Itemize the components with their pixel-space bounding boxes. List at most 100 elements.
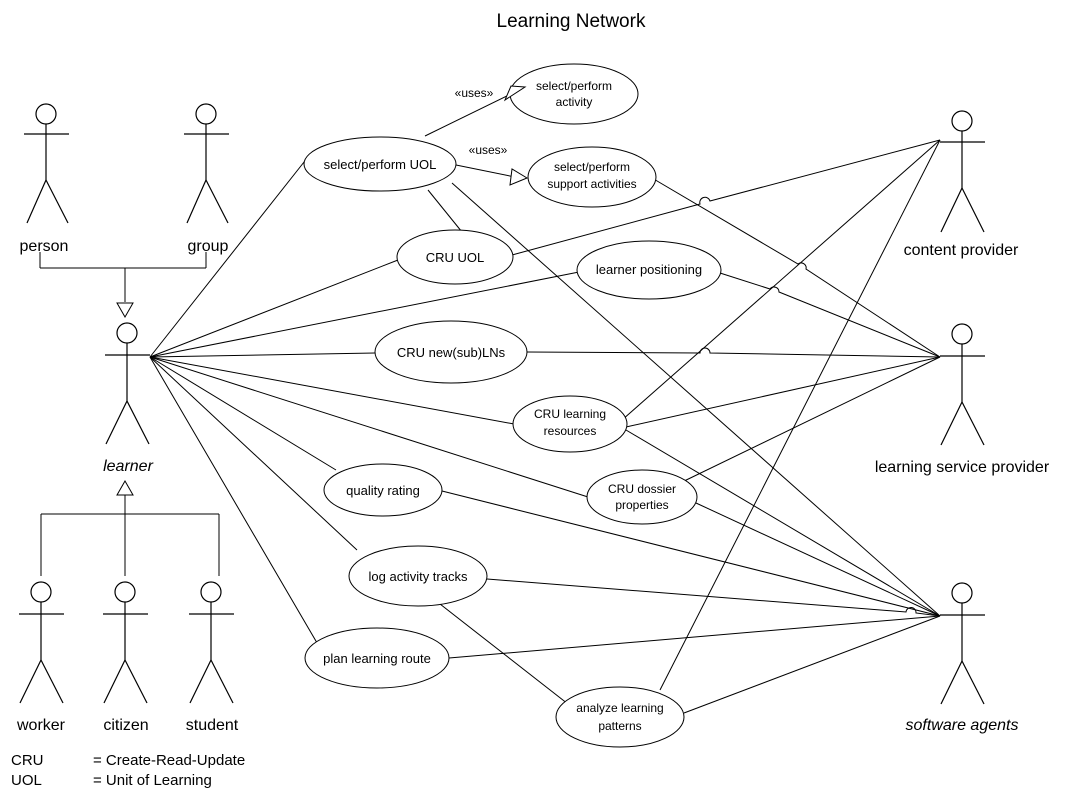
generalization-arrowhead-learner xyxy=(116,302,134,319)
uses-arrowhead-support xyxy=(509,168,529,186)
actor-student[interactable]: student xyxy=(186,581,239,734)
assoc-cru-uol-content-provider xyxy=(511,139,941,256)
assoc-learner-plan-route xyxy=(149,356,321,649)
use-case-cru-uol[interactable]: CRU UOL xyxy=(396,229,514,285)
label-select-perform-activity-2: activity xyxy=(556,95,593,109)
label-plan-learning-route: plan learning route xyxy=(323,651,431,666)
assoc-select-uol-cru-uol xyxy=(427,189,463,233)
actor-figure-group xyxy=(184,103,229,224)
assoc-quality-software-agents xyxy=(441,490,941,617)
legend: CRU = Create-Read-Update UOL = Unit of L… xyxy=(11,752,245,789)
learner-associations xyxy=(149,156,589,649)
use-case-log-activity-tracks[interactable]: log activity tracks xyxy=(348,545,488,607)
assoc-learner-positioning xyxy=(149,271,580,358)
legend-abbr-cru: CRU xyxy=(11,752,44,769)
assoc-new-lns-lsp xyxy=(526,347,941,358)
legend-meaning-uol: = Unit of Learning xyxy=(93,772,212,789)
actor-label-worker: worker xyxy=(16,717,66,734)
actor-learner[interactable]: learner xyxy=(103,322,154,475)
assoc-support-lsp xyxy=(651,177,941,358)
assoc-resources-software-agents xyxy=(625,429,941,617)
actor-figure-content-provider xyxy=(940,110,985,233)
assoc-learner-learning-resources xyxy=(149,356,515,425)
other-associations xyxy=(424,91,941,714)
actor-citizen[interactable]: citizen xyxy=(103,581,149,734)
use-case-learner-positioning[interactable]: learner positioning xyxy=(576,240,722,300)
legend-meaning-cru: = Create-Read-Update xyxy=(93,752,245,769)
actor-label-software-agents: software agents xyxy=(906,717,1019,734)
actor-label-learner: learner xyxy=(103,458,153,475)
label-learner-positioning: learner positioning xyxy=(596,262,702,277)
assoc-learner-select-uol xyxy=(149,156,309,358)
assoc-select-uol-software-agents xyxy=(451,182,941,617)
actor-figure-worker xyxy=(19,581,64,704)
uses-label-1: «uses» xyxy=(455,86,494,100)
use-case-cru-new-sub-lns[interactable]: CRU new(sub)LNs xyxy=(374,320,528,384)
label-cru-learning-resources-1: CRU learning xyxy=(534,407,606,421)
label-select-perform-support-1: select/perform xyxy=(554,160,630,174)
assoc-learner-cru-uol xyxy=(149,259,399,358)
actor-figure-student xyxy=(189,581,234,704)
actor-worker[interactable]: worker xyxy=(16,581,66,734)
label-log-activity-tracks: log activity tracks xyxy=(369,569,468,584)
assoc-learner-log-tracks xyxy=(149,356,358,551)
label-analyze-learning-patterns-1: analyze learning xyxy=(576,701,663,715)
actor-label-citizen: citizen xyxy=(103,717,148,734)
actor-figure-learner xyxy=(105,322,150,445)
actor-label-learning-service-provider: learning service provider xyxy=(875,459,1050,476)
generalization-arrowhead-subtypes xyxy=(116,479,134,496)
assoc-log-software-agents xyxy=(486,578,941,617)
label-cru-uol: CRU UOL xyxy=(426,250,485,265)
actor-learning-service-provider[interactable]: learning service provider xyxy=(875,323,1050,476)
legend-abbr-uol: UOL xyxy=(11,772,42,789)
actor-group[interactable]: group xyxy=(184,103,229,255)
label-cru-learning-resources-2: resources xyxy=(544,424,597,438)
actor-person[interactable]: person xyxy=(20,103,69,255)
label-select-perform-support-2: support activities xyxy=(547,177,636,191)
generalization-person-group xyxy=(39,252,207,319)
actor-label-group: group xyxy=(188,238,229,255)
actor-figure-software-agents xyxy=(940,582,985,705)
use-case-cru-dossier-properties[interactable]: CRU dossier properties xyxy=(586,469,698,525)
label-cru-dossier-properties-1: CRU dossier xyxy=(608,482,676,496)
generalization-learner-subtypes xyxy=(40,479,220,576)
actor-figure-person xyxy=(24,103,69,224)
assoc-positioning-lsp xyxy=(719,272,941,358)
label-select-perform-activity-1: select/perform xyxy=(536,79,612,93)
use-case-plan-learning-route[interactable]: plan learning route xyxy=(304,627,450,689)
assoc-dossier-lsp xyxy=(677,356,941,485)
assoc-log-analyze xyxy=(439,603,569,705)
use-case-quality-rating[interactable]: quality rating xyxy=(323,463,443,517)
actor-content-provider[interactable]: content provider xyxy=(904,110,1019,259)
actor-software-agents[interactable]: software agents xyxy=(906,582,1019,734)
assoc-resources-content-provider xyxy=(621,139,941,421)
assoc-resources-lsp xyxy=(625,356,941,428)
assoc-plan-software-agents xyxy=(448,615,941,659)
assoc-dossier-software-agents xyxy=(695,502,941,617)
actor-label-content-provider: content provider xyxy=(904,242,1019,259)
label-cru-new-sub-lns: CRU new(sub)LNs xyxy=(397,345,506,360)
assoc-learner-quality xyxy=(149,356,337,471)
actor-figure-learning-service-provider xyxy=(940,323,985,446)
uses-line-support xyxy=(455,164,516,178)
use-case-select-perform-uol[interactable]: select/perform UOL xyxy=(303,136,457,192)
use-case-select-perform-activity[interactable]: select/perform activity xyxy=(509,63,639,125)
actor-label-person: person xyxy=(20,238,69,255)
label-analyze-learning-patterns-2: patterns xyxy=(598,719,641,733)
use-case-cru-learning-resources[interactable]: CRU learning resources xyxy=(512,395,628,453)
label-select-perform-uol: select/perform UOL xyxy=(324,157,437,172)
uses-label-2: «uses» xyxy=(469,143,508,157)
assoc-learner-dossier xyxy=(149,356,589,498)
uses-arrowhead-activity xyxy=(503,85,527,102)
assoc-learner-new-lns xyxy=(149,352,376,358)
actor-label-student: student xyxy=(186,717,239,734)
actor-figure-citizen xyxy=(103,581,148,704)
label-cru-dossier-properties-2: properties xyxy=(615,498,668,512)
label-quality-rating: quality rating xyxy=(346,483,420,498)
use-case-analyze-learning-patterns[interactable]: analyze learning patterns xyxy=(555,686,685,748)
assoc-analyze-content-provider xyxy=(659,139,941,691)
uses-line-activity xyxy=(424,91,516,137)
assoc-analyze-software-agents xyxy=(683,615,941,714)
use-case-select-perform-support[interactable]: select/perform support activities xyxy=(527,146,657,208)
